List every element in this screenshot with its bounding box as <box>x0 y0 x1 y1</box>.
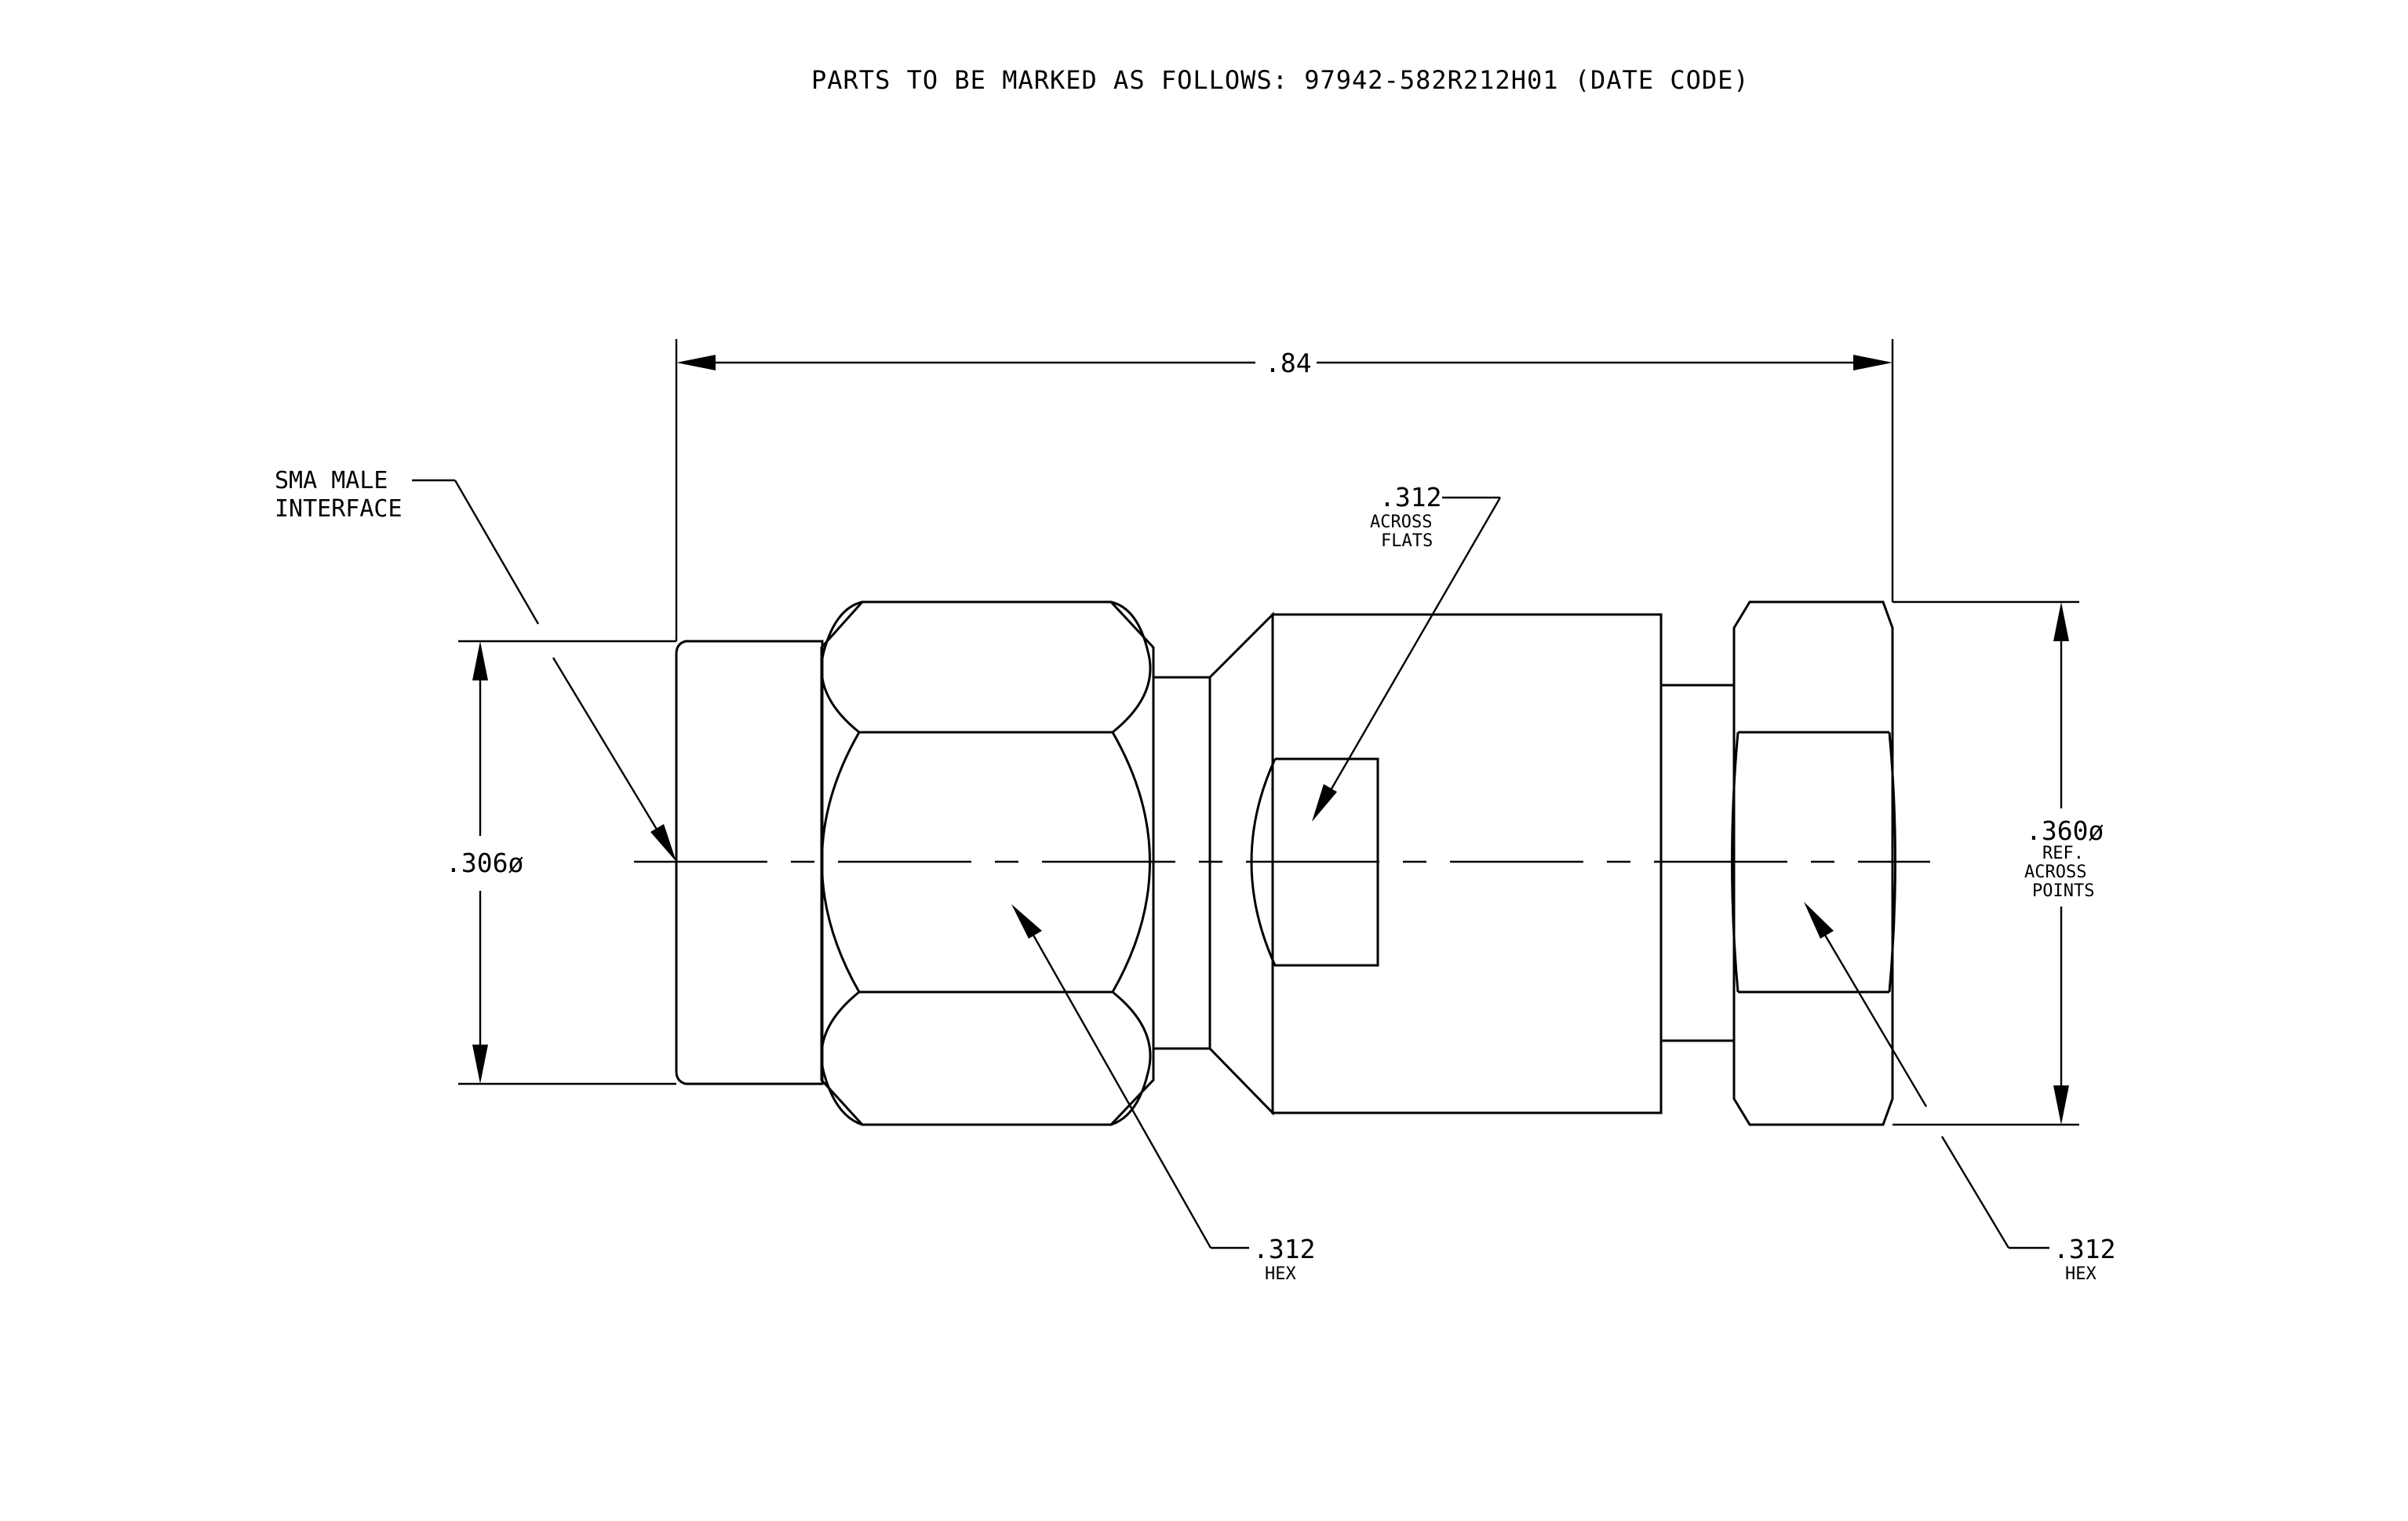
overall-length-dimension <box>675 339 1894 641</box>
body-diameter-label: .306ø <box>446 848 523 878</box>
across-flats-value: .312 <box>1379 482 1441 512</box>
across-flats-line1: ACROSS <box>1370 512 1432 532</box>
left-hex-nut <box>820 600 1155 1126</box>
main-body <box>1271 613 1663 1114</box>
across-points-value: .360ø <box>2026 815 2104 846</box>
connector-body <box>675 600 1896 1126</box>
across-points-across: ACROSS <box>2024 863 2086 882</box>
sma-interface-section <box>675 640 824 1085</box>
right-hex-label: HEX <box>2065 1264 2097 1284</box>
overall-length-label: .84 <box>1265 348 1312 378</box>
left-hex-label: HEX <box>1265 1264 1296 1284</box>
right-hex-value: .312 <box>2053 1234 2115 1264</box>
left-hex-leader <box>1011 904 1249 1249</box>
across-points-ref: REF. <box>2042 844 2084 863</box>
body-diameter-dimension <box>458 640 676 1085</box>
taper-section <box>1208 611 1274 1116</box>
across-flats-line2: FLATS <box>1381 531 1433 551</box>
wrench-flat <box>1250 757 1379 967</box>
right-hex-leader <box>1804 902 2049 1249</box>
left-hex-value: .312 <box>1253 1234 1315 1264</box>
across-points-dimension <box>1893 600 2079 1126</box>
across-flats-leader <box>1312 496 1502 822</box>
right-hex-nut <box>1731 600 1896 1126</box>
marking-note: PARTS TO BE MARKED AS FOLLOWS: 97942-582… <box>811 65 1750 95</box>
across-points-points: POINTS <box>2032 881 2094 901</box>
rear-neck <box>1659 684 1736 1042</box>
sma-label-line2: INTERFACE <box>275 495 403 523</box>
sma-label-line1: SMA MALE <box>275 467 388 494</box>
sma-interface-leader <box>412 479 676 862</box>
neck-section <box>1152 676 1211 1050</box>
